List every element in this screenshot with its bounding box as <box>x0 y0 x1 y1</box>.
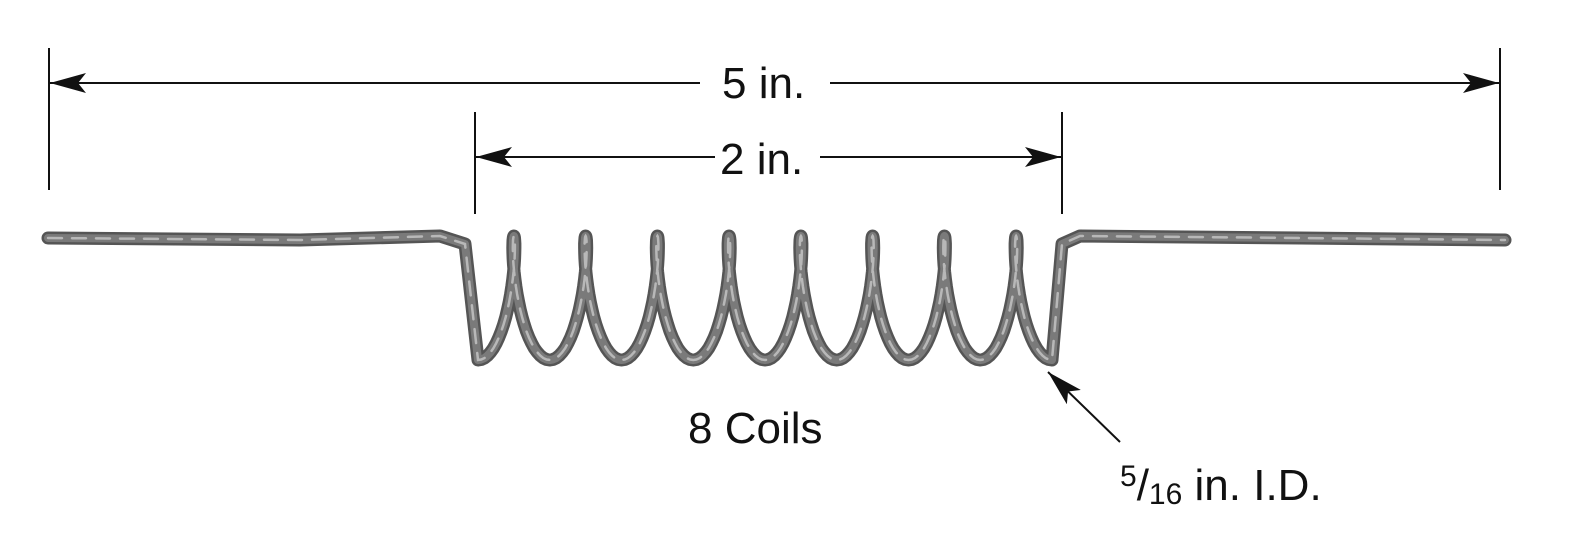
twisted-wire-coil <box>41 229 1512 367</box>
id-denominator: 16 <box>1148 478 1183 511</box>
id-numerator: 5 <box>1120 460 1137 493</box>
id-suffix: in. I.D. <box>1182 461 1322 510</box>
overall-length-label: 5 in. <box>716 62 812 106</box>
inner-diameter-leader-arrow <box>1047 371 1121 443</box>
id-slash: / <box>1136 461 1149 510</box>
coil-length-label: 2 in. <box>716 138 808 182</box>
inner-diameter-label: 5/16 in. I.D. <box>1120 462 1322 510</box>
coil-count-label: 8 Coils <box>688 404 823 453</box>
